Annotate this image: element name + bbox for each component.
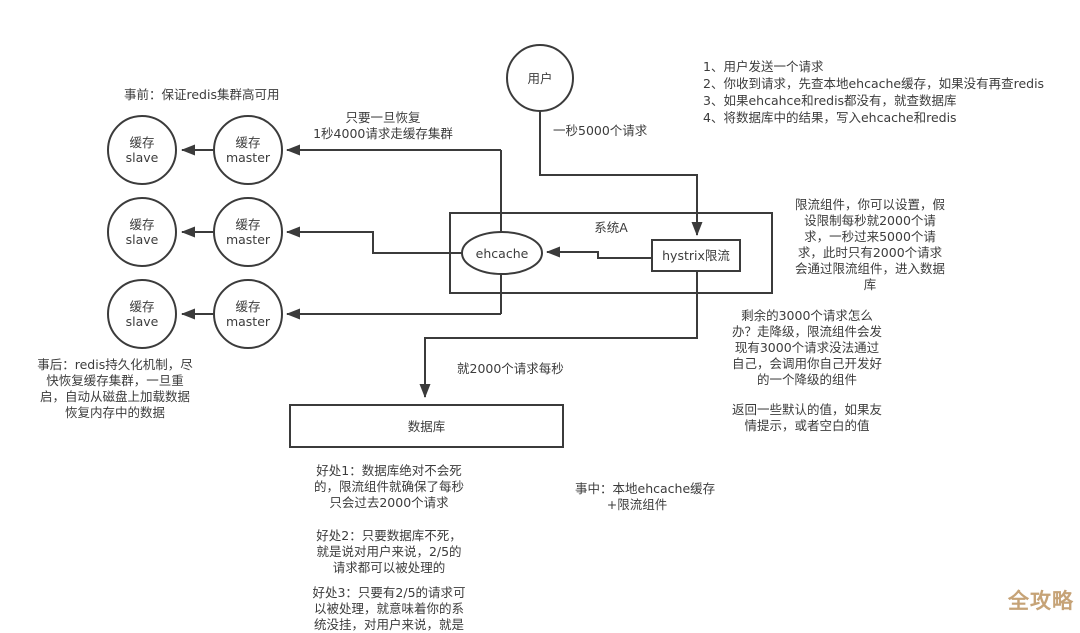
benefit-1-note: 好处1：数据库绝对不会死 的，限流组件就确保了每秒 只会过去2000个请求 (313, 463, 464, 510)
hystrix-node (651, 239, 741, 272)
cache-master-node-3 (213, 279, 283, 349)
step-3: 3、如果ehcahce和redis都没有，就查数据库 (703, 93, 957, 108)
edge-hystrix-to-database (419, 271, 698, 398)
architecture-diagram: 用户 缓存 slave 缓存 master 缓存 slave 缓存 master… (37, 44, 1074, 632)
cache-master-node-2 (213, 197, 283, 267)
fallback-note: 返回一些默认的值，如果友 情提示，或者空白的值 (731, 402, 882, 433)
pre-note: 事前：保证redis集群高可用 (124, 87, 280, 102)
cache-master-node-1 (213, 115, 283, 185)
cache-master-label-2: 缓存 master (225, 217, 271, 247)
cache-master-label-3: 缓存 master (225, 299, 271, 329)
step-4: 4、将数据库中的结果，写入ehcache和redis (703, 110, 957, 125)
ehcache-label: ehcache (475, 245, 529, 261)
during-note: 事中：本地ehcache缓存 +限流组件 (575, 481, 716, 512)
benefit-2-note: 好处2：只要数据库不死， 就是说对用户来说，2/5的 请求都可以被处理的 (316, 528, 462, 575)
cache-slave-label-3: 缓存 slave (125, 299, 159, 329)
leftover-note: 剩余的3000个请求怎么 办？走降级，限流组件会发 现有3000个请求没法通过 … (731, 308, 882, 387)
ehcache-node (461, 231, 543, 275)
recover-rate-label: 只要一旦恢复 1秒4000请求走缓存集群 (313, 110, 453, 141)
watermark: 全攻略 (1008, 589, 1074, 613)
cache-slave-label-1: 缓存 slave (125, 135, 159, 165)
throttle-note: 限流组件，你可以设置，假 设限制每秒就2000个请 求，一秒过来5000个请 求… (794, 197, 945, 292)
hystrix-label: hystrix限流 (662, 248, 730, 263)
cache-slave-node-3 (107, 279, 177, 349)
db-rate-label: 就2000个请求每秒 (457, 361, 564, 376)
database-node (289, 404, 564, 448)
system-a-box (449, 212, 773, 294)
cache-slave-label-2: 缓存 slave (125, 217, 159, 247)
step-2: 2、你收到请求，先查本地ehcache缓存，如果没有再查redis (703, 76, 1045, 91)
post-note: 事后：redis持久化机制，尽 快恢复缓存集群，一旦重 启，自动从磁盘上加载数据… (37, 357, 193, 420)
cache-master-label-1: 缓存 master (225, 135, 271, 165)
user-node (506, 44, 574, 112)
edge-ehcache-to-master2 (286, 226, 464, 254)
database-label: 数据库 (407, 418, 446, 434)
diagram-canvas (107, 44, 773, 448)
edge-hystrix-to-ehcache (546, 246, 652, 259)
cache-slave-node-1 (107, 115, 177, 185)
edge-user-to-hystrix (539, 111, 703, 236)
cache-slave-node-2 (107, 197, 177, 267)
system-a-label: 系统A (594, 220, 628, 235)
benefit-3-note: 好处3：只要有2/5的请求可 以被处理，就意味着你的系 统没挂，对用户来说，就是 (312, 585, 466, 632)
user-node-label: 用户 (527, 70, 553, 86)
step-1: 1、用户发送一个请求 (703, 59, 824, 74)
user-rate-label: 一秒5000个请求 (553, 123, 648, 138)
